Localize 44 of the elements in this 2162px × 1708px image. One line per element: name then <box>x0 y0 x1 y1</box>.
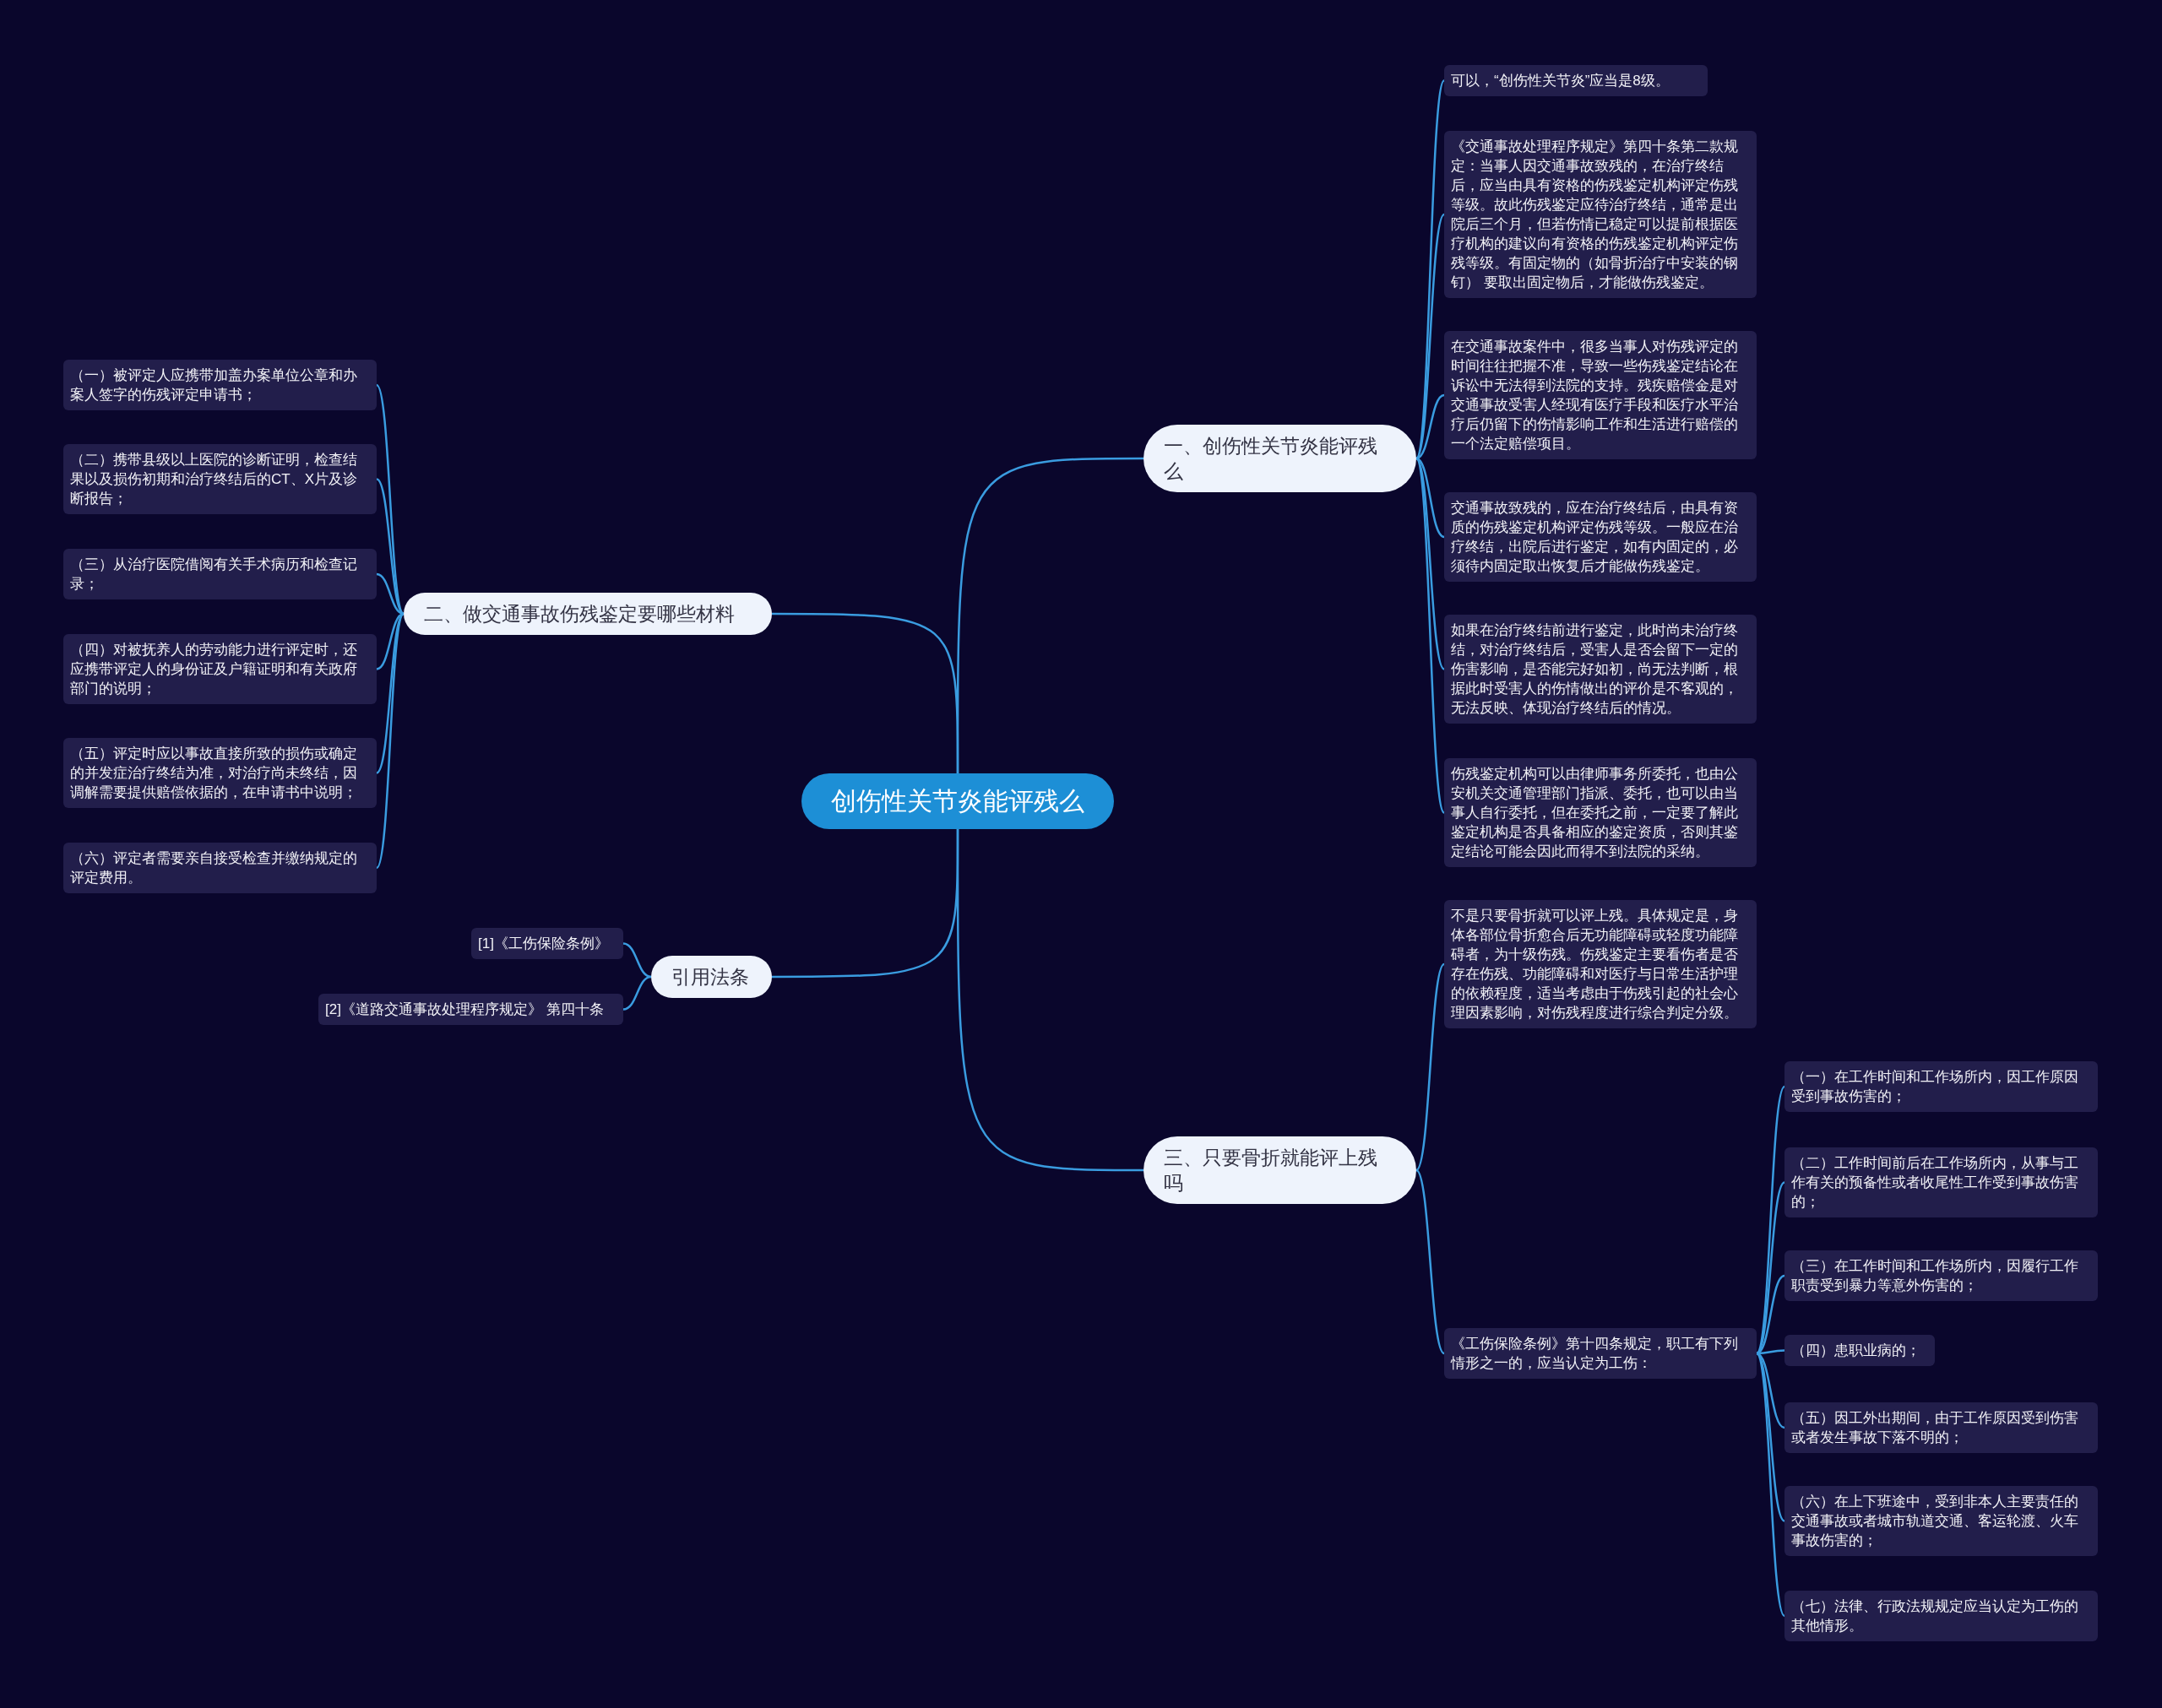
note-card: 如果在治疗终结前进行鉴定，此时尚未治疗终结，对治疗终结后，受害人是否会留下一定的伤害影响，是否能完好如初，尚无法判断，根据此时受害人的伤情做出的评价是不客观的，无法反映、体现治疗终结后的情况。 <box>1444 615 1757 724</box>
connector <box>1415 1169 1445 1354</box>
note-card: 《工伤保险条例》第十四条规定，职工有下列情形之一的，应当认定为工伤： <box>1444 1328 1757 1379</box>
note-card: （五）因工外出期间，由于工作原因受到伤害或者发生事故下落不明的； <box>1784 1402 2098 1453</box>
note-card: [1]《工伤保险条例》 <box>471 928 623 959</box>
note-card: 交通事故致残的，应在治疗终结后，由具有资质的伤残鉴定机构评定伤残等级。一般应在治疗终结，出院后进行鉴定，如有内固定的，必须待内固定取出恢复后才能做伤残鉴定。 <box>1444 492 1757 582</box>
topic-pill: 二、做交通事故伤残鉴定要哪些材料 <box>404 593 772 635</box>
connector <box>622 942 652 979</box>
note-card: （一）在工作时间和工作场所内，因工作原因受到事故伤害的； <box>1784 1061 2098 1112</box>
connector <box>1415 393 1445 460</box>
note-card: （二）工作时间前后在工作场所内，从事与工作有关的预备性或者收尾性工作受到事故伤害的； <box>1784 1147 2098 1217</box>
connector <box>1755 1353 1786 1617</box>
connector <box>376 478 405 615</box>
note-card: 在交通事故案件中，很多当事人对伤残评定的时间往往把握不准，导致一些伤残鉴定结论在诉讼中无法得到法院的支持。残疾赔偿金是对交通事故受害人经现有医疗手段和医疗水平治疗后仍留下的伤情影响工作和生活进行赔偿的一个法定赔偿项目。 <box>1444 331 1757 459</box>
connector <box>1756 1353 1785 1522</box>
connector <box>375 613 405 869</box>
topic-pill: 一、创伤性关节炎能评残么 <box>1143 425 1416 492</box>
note-card: （四）患职业病的； <box>1784 1335 1935 1366</box>
note-card: （二）携带县级以上医院的诊断证明，检查结果以及损伤初期和治疗终结后的CT、X片及诊断报告； <box>63 444 377 514</box>
note-card: （一）被评定人应携带加盖办案单位公章和办案人签字的伤残评定申请书； <box>63 360 377 410</box>
connector <box>1755 1086 1786 1354</box>
note-card: （四）对被抚养人的劳动能力进行评定时，还应携带评定人的身份证及户籍证明和有关政府部门的说明； <box>63 634 377 704</box>
topic-pill: 三、只要骨折就能评上残吗 <box>1143 1136 1416 1204</box>
note-card: （三）在工作时间和工作场所内，因履行工作职责受到暴力等意外伤害的； <box>1784 1250 2098 1301</box>
note-card: 《交通事故处理程序规定》第四十条第二款规定：当事人因交通事故致残的，在治疗终结后，应当由具有资格的伤残鉴定机构评定伤残等级。故此伤残鉴定应待治疗终结，通常是出院后三个月，但若伤情已稳定可以提前根据医疗机构的建议向有资格的伤残鉴定机构评定伤残等级。有固定物的（如骨折治疗中安装的钢钉） 要取出固定物后，才能做伤残鉴定。 <box>1444 131 1757 298</box>
connector <box>1415 457 1445 539</box>
note-card: 不是只要骨折就可以评上残。具体规定是，身体各部位骨折愈合后无功能障碍或轻度功能障碍者，为十级伤残。伤残鉴定主要看伤者是否存在伤残、功能障碍和对医疗与日常生活护理的依赖程度，适当考虑由于伤残引起的社会心理因素影响，对伤残程度进行综合判定分级。 <box>1444 900 1757 1028</box>
note-card: （五）评定时应以事故直接所致的损伤或确定的并发症治疗终结为准，对治疗尚未终结，因调解需要提供赔偿依据的，在申请书中说明； <box>63 738 377 808</box>
connector <box>622 975 652 1011</box>
note-card: （三）从治疗医院借阅有关手术病历和检查记录； <box>63 549 377 599</box>
note-card: （六）在上下班途中，受到非本人主要责任的交通事故或者城市轨道交通、客运轮渡、火车事故伤害的； <box>1784 1486 2098 1556</box>
connector <box>376 613 405 774</box>
note-card: （七）法律、行政法规规定应当认定为工伤的其他情形。 <box>1784 1591 2098 1641</box>
topic-pill: 引用法条 <box>651 956 772 998</box>
connector <box>375 384 405 615</box>
note-card: [2]《道路交通事故处理程序规定》 第四十条 <box>318 994 623 1025</box>
connector <box>956 829 1143 1172</box>
central-topic: 创伤性关节炎能评残么 <box>801 773 1114 829</box>
note-card: 伤残鉴定机构可以由律师事务所委托，也由公安机关交通管理部门指派、委托，也可以由当事人自行委托，但在委托之前，一定要了解此鉴定机构是否具备相应的鉴定资质，否则其鉴定结论可能会因此而得不到法院的采纳。 <box>1444 758 1757 867</box>
note-card: 可以，“创伤性关节炎”应当是8级。 <box>1444 65 1708 96</box>
connector <box>772 612 959 773</box>
connector <box>1415 963 1445 1171</box>
note-card: （六）评定者需要亲自接受检查并缴纳规定的评定费用。 <box>63 843 377 893</box>
connector <box>1756 1181 1785 1354</box>
